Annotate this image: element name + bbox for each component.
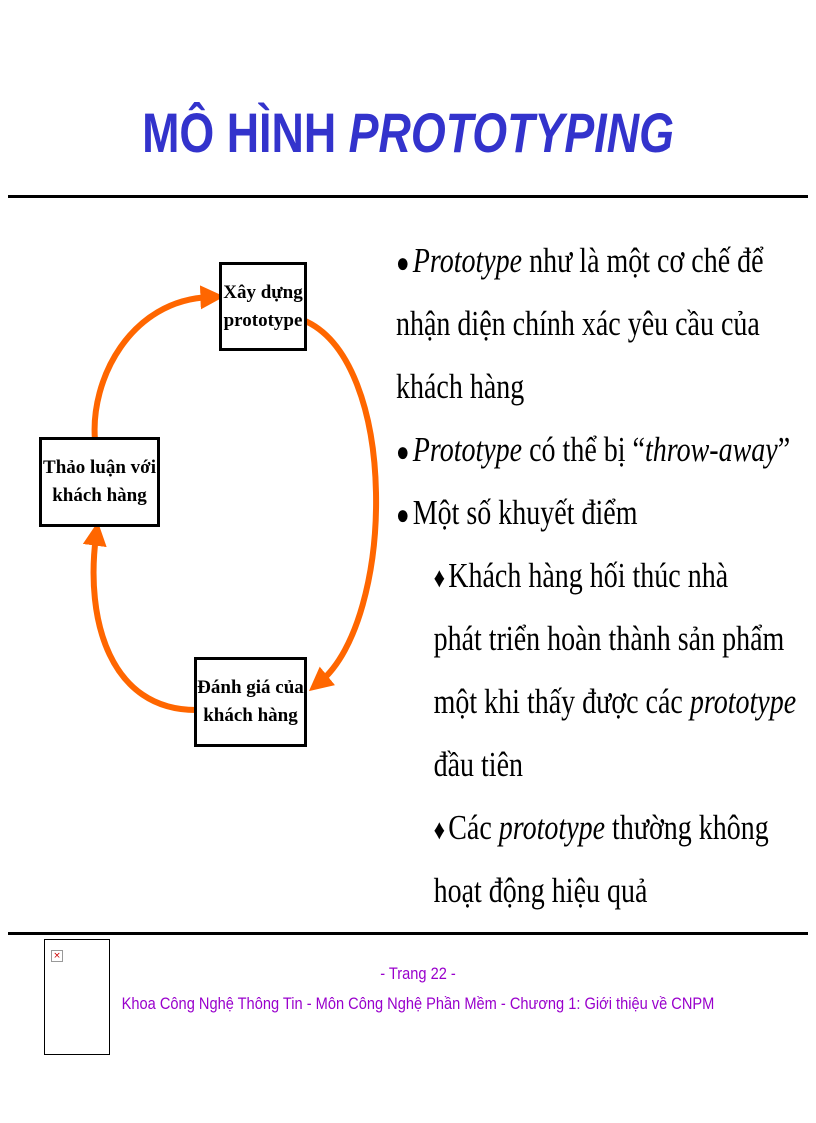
bullet-item: ●Một số khuyết điểm <box>396 493 638 532</box>
footer-logo-placeholder: × <box>44 939 110 1055</box>
sub-bullet-continuation: phát triển hoàn thành sản phẩm <box>433 619 785 658</box>
sub-bullet-item: ♦Khách hàng hối thúc nhà <box>433 556 729 595</box>
bullet-content: ●Prototype như là một cơ chế để nhận diệ… <box>396 229 808 922</box>
bullet-item: ●Prototype có thể bị “throw-away” <box>396 430 791 469</box>
title-italic: PROTOTYPING <box>348 101 674 164</box>
bullet-continuation: khách hàng <box>396 367 525 406</box>
diamond-bullet-icon: ♦ <box>433 815 446 846</box>
page-title: MÔ HÌNH PROTOTYPING <box>82 98 735 168</box>
bullet-item: ●Prototype như là một cơ chế để <box>396 241 764 280</box>
discuss-with-customer-box: Thảo luận với khách hàng <box>39 437 160 527</box>
page-number: - Trang 22 - <box>380 964 456 983</box>
customer-evaluation-box: Đánh giá của khách hàng <box>194 657 307 747</box>
discuss-box-line-2: khách hàng <box>52 485 147 506</box>
sub-bullet-continuation: đầu tiên <box>433 745 524 784</box>
evaluate-box-line-2: khách hàng <box>203 705 298 726</box>
broken-image-icon: × <box>51 950 63 962</box>
bullet-dot-icon: ● <box>396 437 410 468</box>
arrow-evaluate-to-discuss <box>82 521 197 713</box>
sub-bullet-item: ♦Các prototype thường không <box>433 808 769 847</box>
arrow-discuss-to-build <box>91 285 225 441</box>
bottom-divider <box>8 932 808 935</box>
bullet-dot-icon: ● <box>396 248 410 279</box>
build-prototype-box: Xây dựng prototype <box>219 262 307 351</box>
arrow-build-to-evaluate <box>301 317 379 692</box>
sub-bullet-continuation: hoạt động hiệu quả <box>433 871 648 910</box>
title-normal: MÔ HÌNH <box>142 101 349 164</box>
discuss-box-line-1: Thảo luận với <box>43 457 156 478</box>
bullet-continuation: nhận diện chính xác yêu cầu của <box>396 304 760 343</box>
evaluate-box-line-1: Đánh giá của <box>197 677 304 698</box>
footer-course-line: Khoa Công Nghệ Thông Tin - Môn Công Nghệ… <box>121 994 715 1013</box>
bullet-dot-icon: ● <box>396 500 410 531</box>
top-divider <box>8 195 808 198</box>
sub-bullet-continuation: một khi thấy được các prototype <box>433 682 797 721</box>
build-box-line-1: Xây dựng <box>223 281 303 303</box>
diamond-bullet-icon: ♦ <box>433 563 446 594</box>
build-box-line-2: prototype <box>223 309 303 331</box>
